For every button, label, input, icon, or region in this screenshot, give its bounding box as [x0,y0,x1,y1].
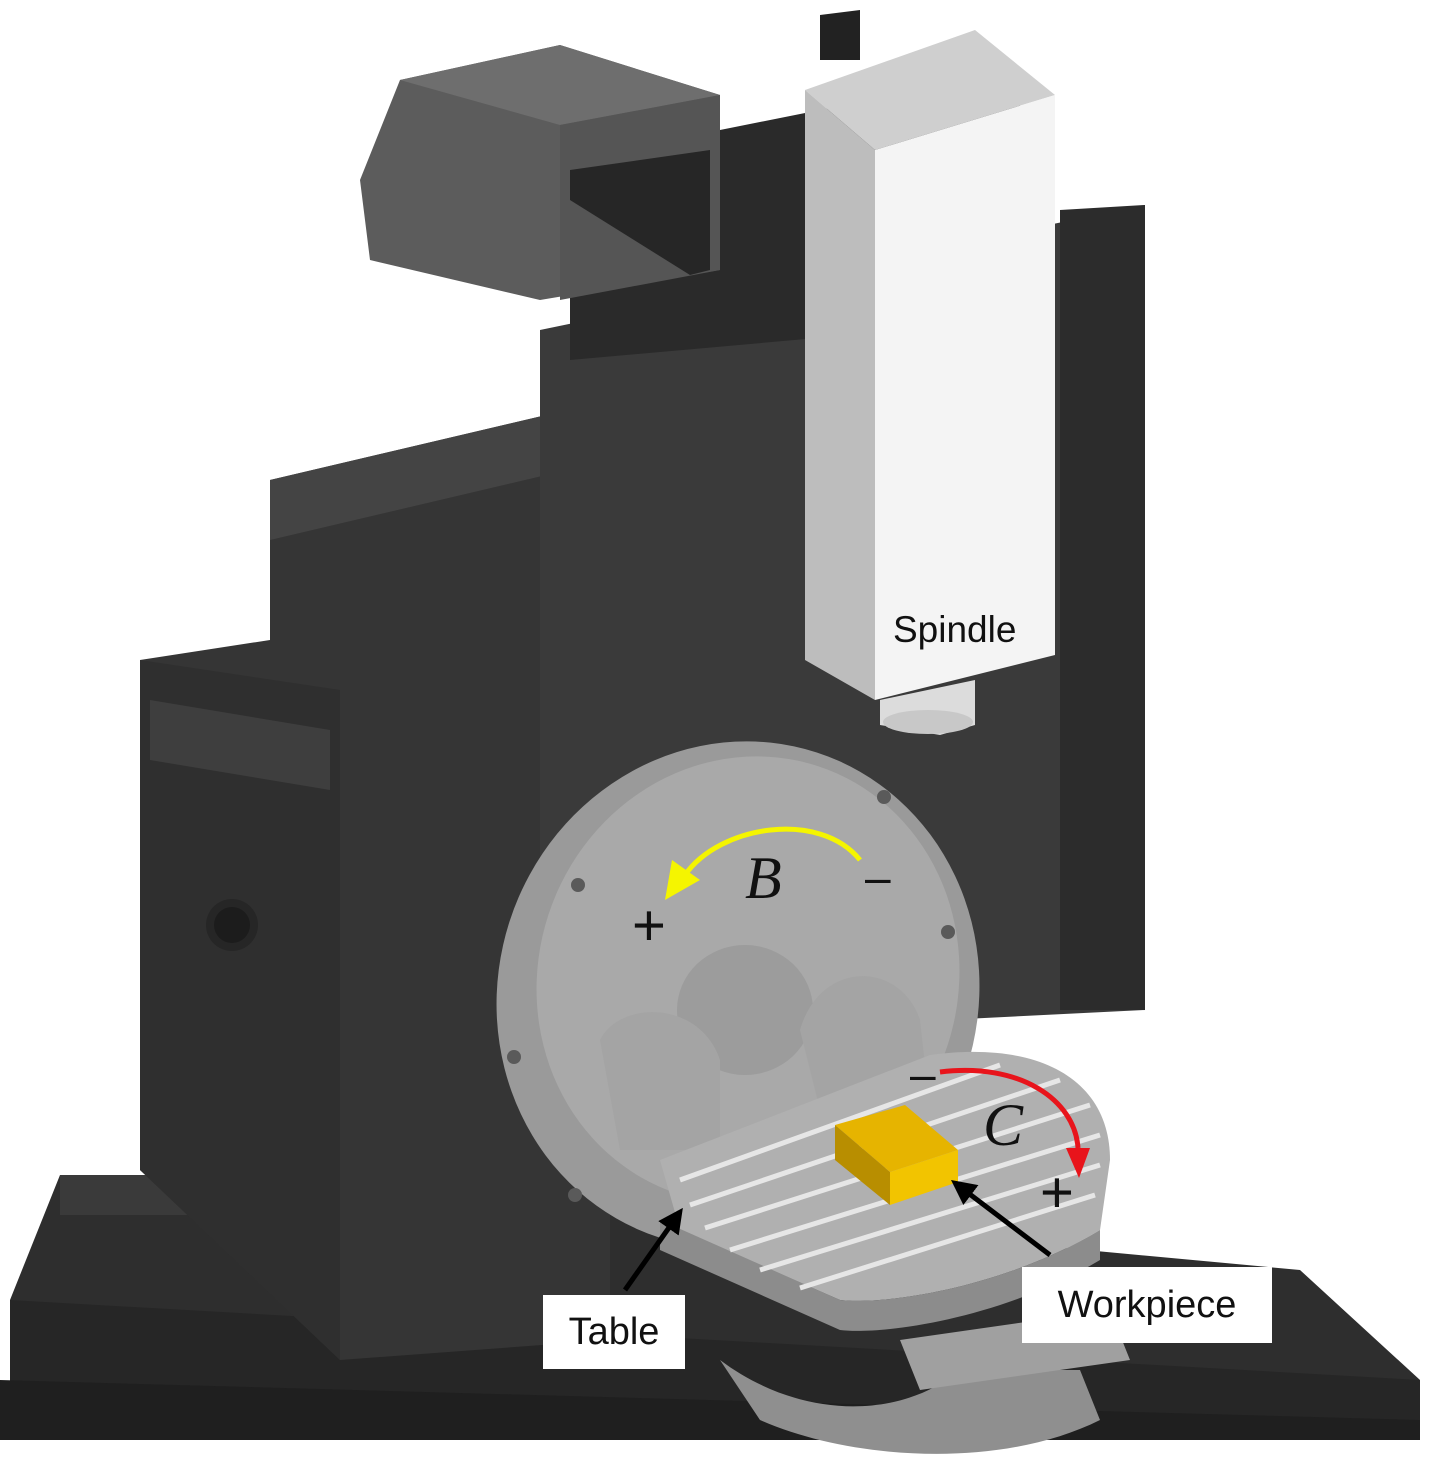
table-callout-arrow [622,1207,683,1292]
b-axis-arrow: B – + [632,826,891,958]
workpiece [835,1105,958,1205]
motor-housing [360,10,860,300]
b-axis-plus: + [632,893,666,958]
spindle-label: Spindle [893,609,1016,650]
workpiece-label-box: Workpiece [1022,1267,1272,1343]
table-label-box: Table [543,1295,685,1369]
c-axis-plus: + [1040,1160,1074,1225]
c-axis-label: C [983,1092,1024,1158]
b-axis-minus: – [865,851,891,903]
c-axis-arrow: C – + [910,1048,1090,1225]
b-axis-label: B [745,845,782,911]
c-axis-minus: – [910,1048,936,1100]
table-label: Table [568,1311,660,1353]
machine-column [140,400,610,1360]
spindle: Spindle [805,30,1055,735]
workpiece-label: Workpiece [1057,1284,1237,1326]
workpiece-callout-arrow [951,1179,1052,1257]
